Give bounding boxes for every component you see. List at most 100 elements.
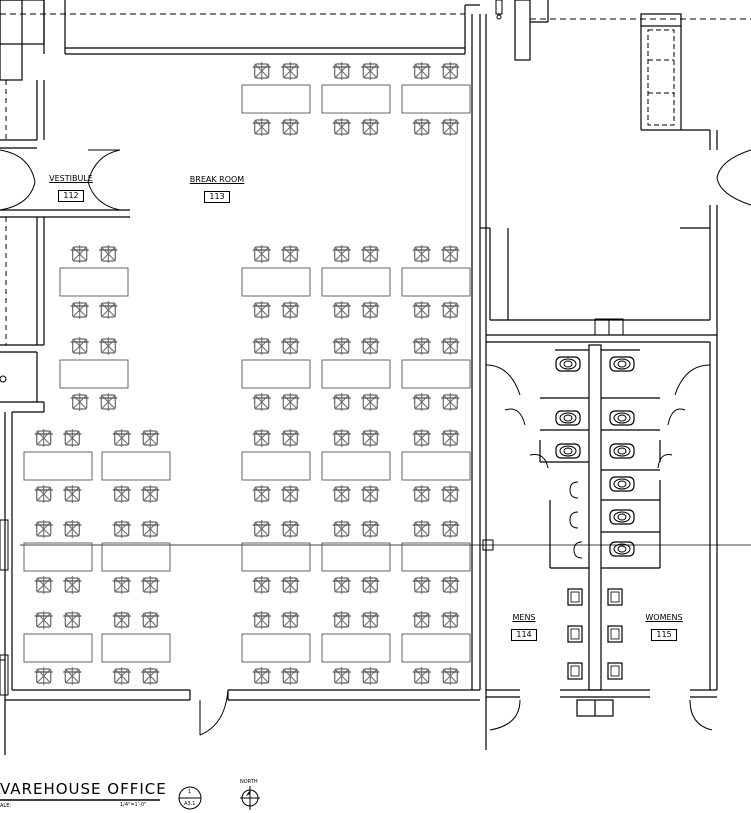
chair xyxy=(360,244,381,264)
chair xyxy=(331,244,352,264)
womens-number: 115 xyxy=(651,629,677,641)
scale-prefix: ALE: xyxy=(0,803,12,809)
chair xyxy=(33,519,54,539)
chair xyxy=(111,519,132,539)
chair xyxy=(331,484,352,504)
chair xyxy=(440,300,461,320)
chair xyxy=(440,244,461,264)
chair xyxy=(360,300,381,320)
womens-label: WOMENS 115 xyxy=(640,613,688,641)
chair xyxy=(331,575,352,595)
chair xyxy=(280,117,301,137)
chair xyxy=(140,428,161,448)
drawing-title: VAREHOUSE OFFICE xyxy=(0,780,167,798)
chair xyxy=(331,666,352,686)
chair xyxy=(360,519,381,539)
chair xyxy=(411,244,432,264)
mens-label: MENS 114 xyxy=(506,613,542,641)
chair xyxy=(62,610,83,630)
chair xyxy=(411,575,432,595)
chair xyxy=(440,484,461,504)
chair xyxy=(411,428,432,448)
chair xyxy=(440,610,461,630)
chair xyxy=(62,666,83,686)
chair xyxy=(440,575,461,595)
chair xyxy=(360,117,381,137)
chair xyxy=(33,484,54,504)
chair xyxy=(360,484,381,504)
chair xyxy=(331,428,352,448)
chair xyxy=(360,610,381,630)
chair xyxy=(440,61,461,81)
chair xyxy=(280,61,301,81)
detail-number: 1 xyxy=(188,789,192,795)
chair xyxy=(360,61,381,81)
chair xyxy=(440,519,461,539)
chair xyxy=(411,117,432,137)
chair xyxy=(140,666,161,686)
chair xyxy=(33,575,54,595)
chair xyxy=(331,61,352,81)
chair xyxy=(111,610,132,630)
break-room-number: 113 xyxy=(204,191,230,203)
break-room-name: BREAK ROOM xyxy=(189,175,245,184)
chair xyxy=(411,300,432,320)
chair xyxy=(411,610,432,630)
chair xyxy=(69,244,90,264)
chair xyxy=(280,666,301,686)
chair xyxy=(62,428,83,448)
chair xyxy=(33,610,54,630)
chair xyxy=(331,117,352,137)
chair xyxy=(111,428,132,448)
chair xyxy=(111,575,132,595)
chair xyxy=(280,519,301,539)
chair xyxy=(280,484,301,504)
chair xyxy=(251,244,272,264)
chair xyxy=(140,575,161,595)
chair xyxy=(69,336,90,356)
mens-number: 114 xyxy=(511,629,537,641)
chair xyxy=(62,519,83,539)
chair xyxy=(33,428,54,448)
chair xyxy=(331,519,352,539)
chair xyxy=(140,519,161,539)
mens-name: MENS xyxy=(512,613,536,622)
chair xyxy=(33,666,54,686)
chair xyxy=(360,428,381,448)
chair xyxy=(360,575,381,595)
chair xyxy=(411,61,432,81)
chair xyxy=(98,392,119,412)
chair xyxy=(280,610,301,630)
vestibule-number: 112 xyxy=(58,190,84,202)
chair xyxy=(440,117,461,137)
chair xyxy=(69,300,90,320)
chair xyxy=(331,610,352,630)
chair xyxy=(98,336,119,356)
chair xyxy=(251,575,272,595)
chair xyxy=(280,244,301,264)
chair xyxy=(251,428,272,448)
break-room-label: BREAK ROOM 113 xyxy=(182,175,252,203)
chair xyxy=(140,610,161,630)
chair xyxy=(280,428,301,448)
chair xyxy=(251,610,272,630)
north-label: NORTH xyxy=(240,779,258,785)
chair xyxy=(62,575,83,595)
chairs-group xyxy=(33,61,461,686)
chair xyxy=(280,575,301,595)
chair xyxy=(251,666,272,686)
chair xyxy=(331,336,352,356)
chair xyxy=(411,666,432,686)
chair xyxy=(111,484,132,504)
chair xyxy=(411,336,432,356)
chair xyxy=(440,666,461,686)
chair xyxy=(111,666,132,686)
sheet-number: A3.1 xyxy=(184,801,196,807)
chair xyxy=(140,484,161,504)
chair xyxy=(411,392,432,412)
chair xyxy=(251,336,272,356)
chair xyxy=(360,336,381,356)
chair xyxy=(280,300,301,320)
chair xyxy=(280,392,301,412)
chair xyxy=(331,392,352,412)
